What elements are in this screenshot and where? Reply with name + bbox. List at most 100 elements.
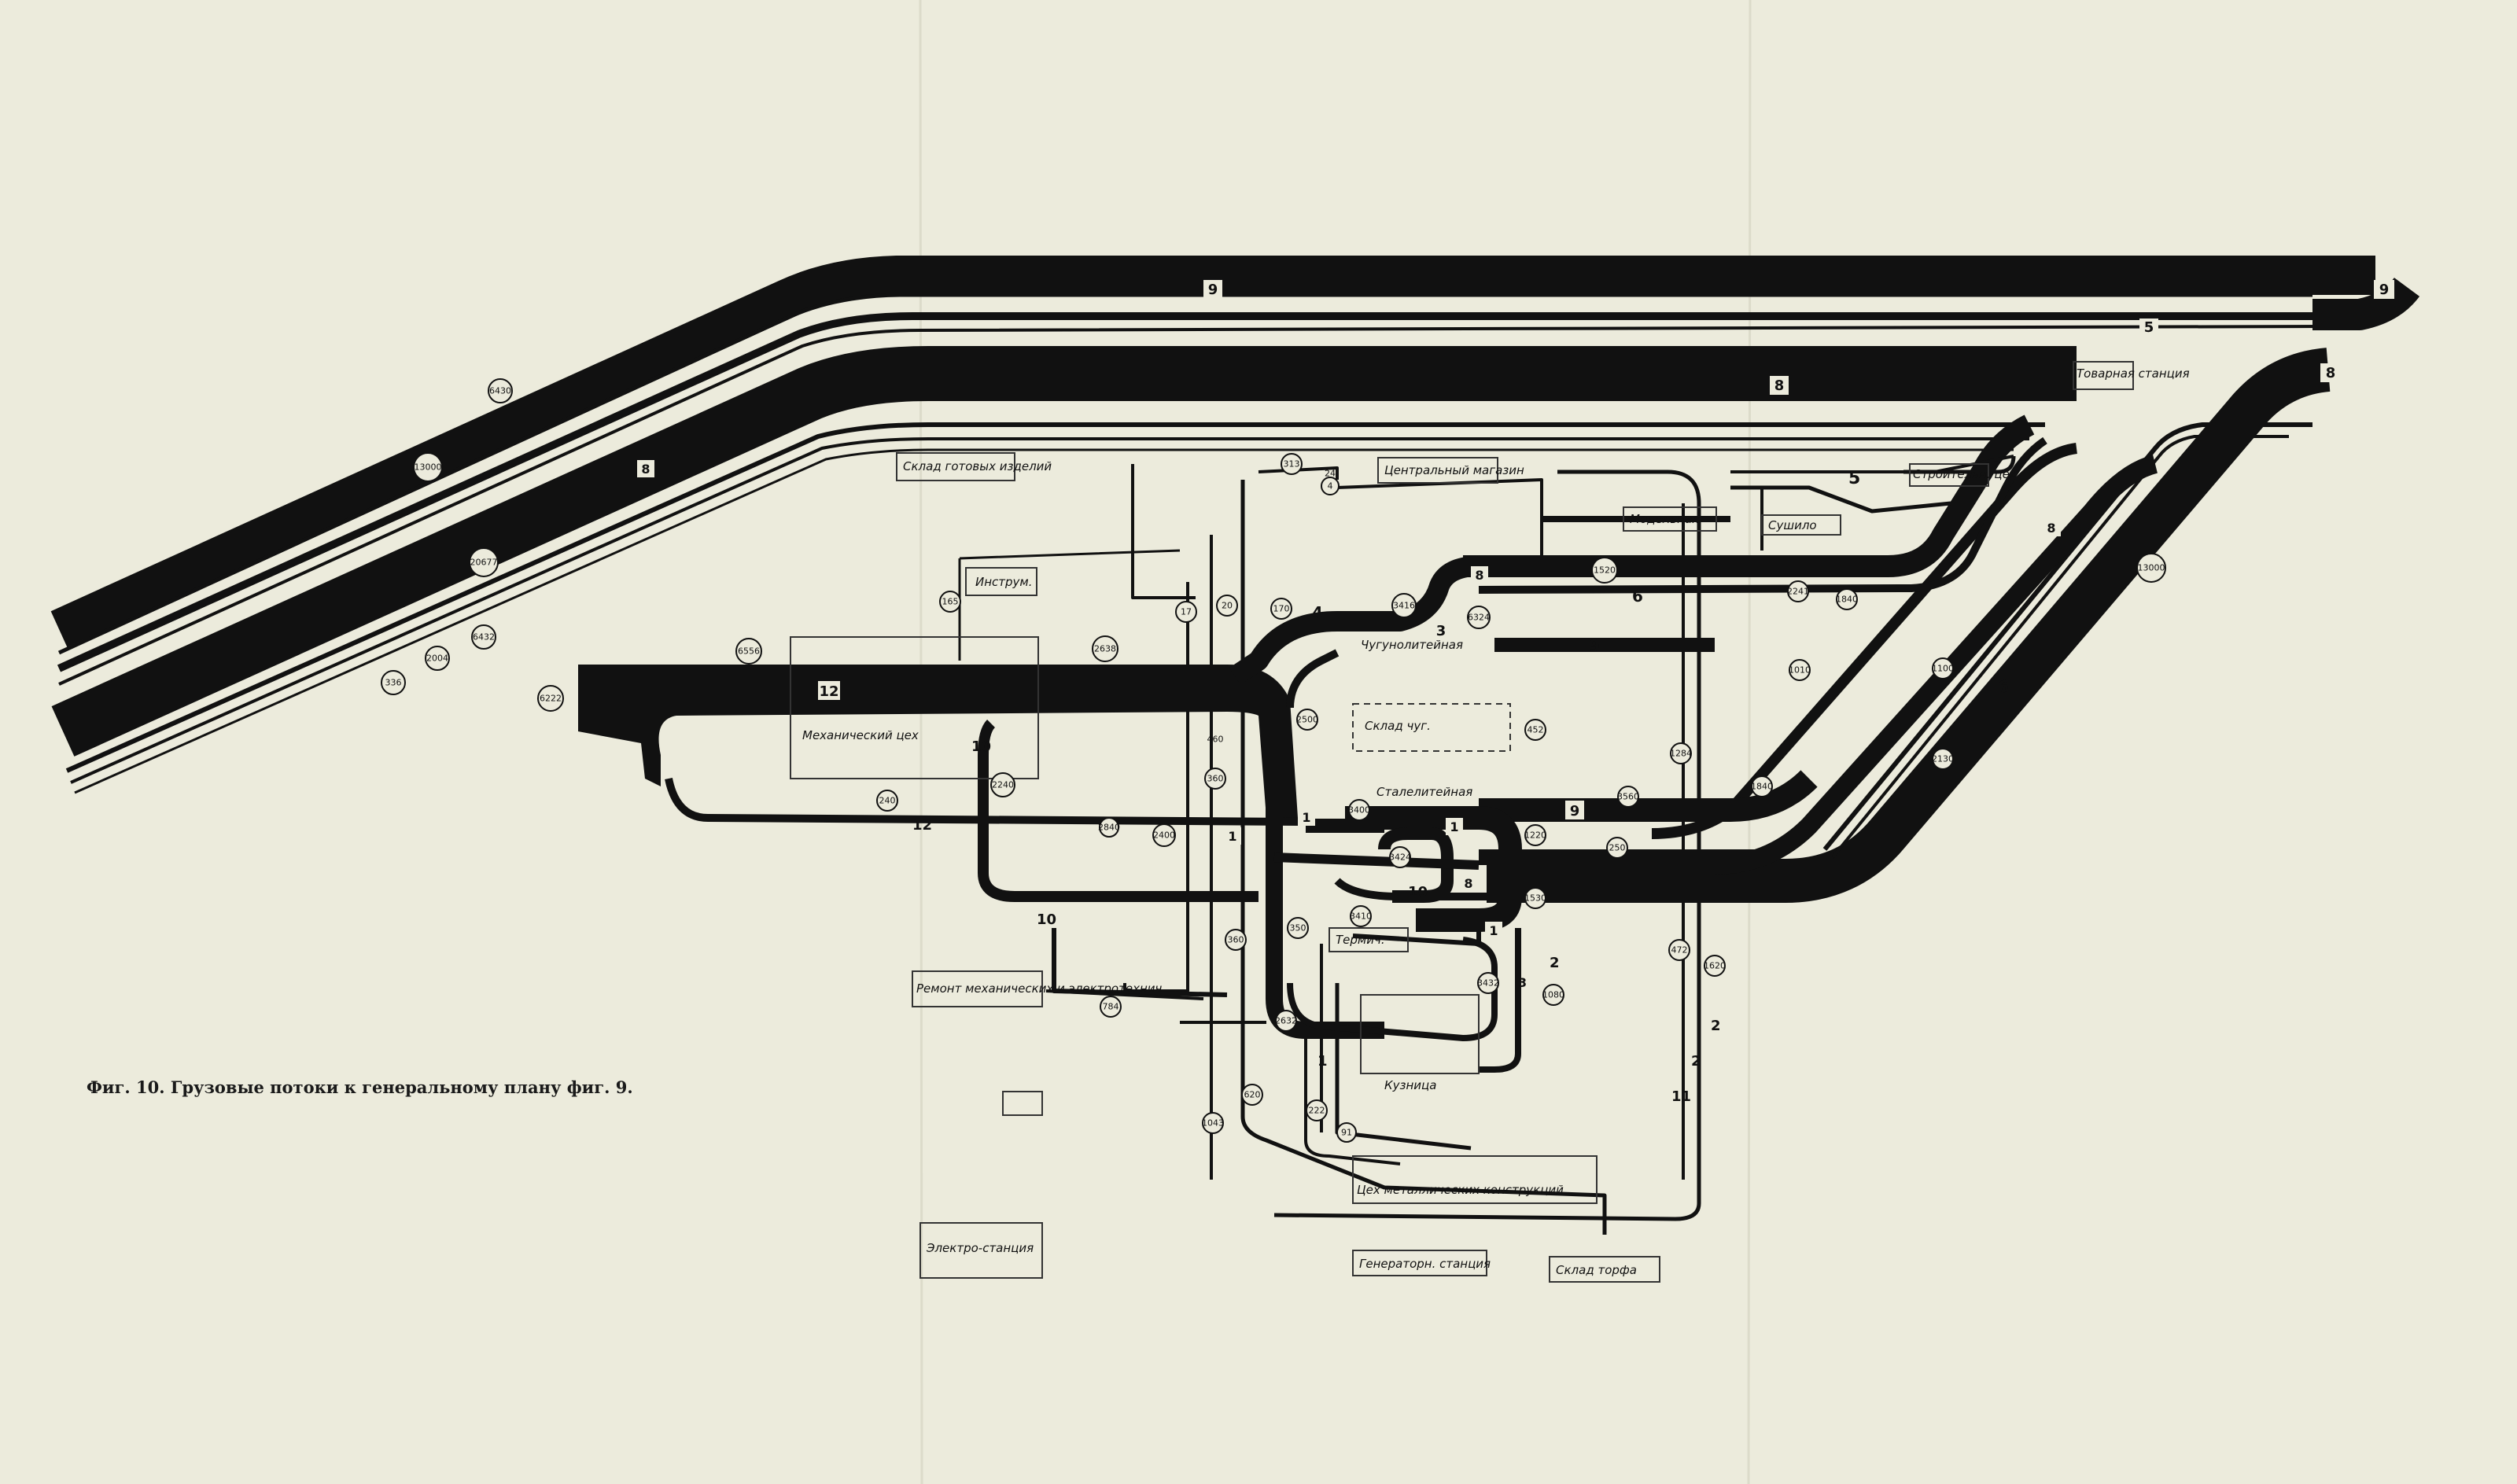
load-marker: 250 [1606, 837, 1628, 859]
load-marker: 2400 [1152, 823, 1176, 847]
load-marker: 6430 [488, 378, 513, 403]
svg-text:240: 240 [879, 796, 896, 806]
flow-label: 10 [971, 738, 991, 755]
load-marker: 240 [876, 790, 898, 812]
svg-text:3410: 3410 [1350, 911, 1372, 922]
load-marker: 1080 [1542, 984, 1564, 1006]
repair-shop-box [912, 970, 1043, 1007]
svg-text:1284: 1284 [1670, 749, 1692, 759]
mechanical-shop-box [790, 636, 1039, 779]
power-station-box [919, 1222, 1043, 1279]
load-marker: 2500 [1296, 709, 1318, 731]
load-marker: 1100 [1932, 657, 1954, 679]
tool-shop-box [965, 567, 1037, 596]
building-labels: Склад готовых изделий Центральный магази… [802, 366, 2190, 1277]
metal-structures-box [1352, 1155, 1598, 1204]
svg-text:3424: 3424 [1389, 852, 1411, 863]
load-marker: 4 [1321, 477, 1340, 495]
load-marker: 3560 [1617, 786, 1639, 808]
thin-flow [1730, 485, 1951, 514]
svg-text:6324: 6324 [1468, 613, 1490, 623]
band-12-shape [578, 665, 1298, 818]
thin-flow [958, 549, 1181, 661]
flow-label-bg [1203, 280, 1222, 299]
flow-line [57, 293, 2312, 655]
svg-text:472: 472 [1671, 945, 1688, 956]
flow-band-9-lower [1479, 770, 1818, 822]
load-marker: 1530 [1524, 887, 1546, 909]
svg-text:3432: 3432 [1477, 978, 1499, 989]
load-marker: 313 [1281, 453, 1303, 475]
load-markers: 6430 13000 20677 6432 2004 336 6222 6556… [381, 378, 2166, 1143]
svg-text:170: 170 [1273, 604, 1290, 614]
svg-text:360: 360 [1207, 774, 1224, 784]
flow-band-8-diagonal [1487, 348, 2331, 903]
flow-label: 11 [1671, 1088, 1691, 1105]
flow-label-bg [2139, 319, 2158, 336]
svg-text:20: 20 [1222, 601, 1233, 611]
central-store-box [1377, 457, 1498, 484]
load-marker: 17 [1175, 601, 1197, 623]
svg-text:2500: 2500 [1296, 715, 1318, 725]
flow-line [58, 325, 2321, 686]
load-marker: 1043 [1202, 1112, 1224, 1134]
load-marker: 3416 [1391, 593, 1417, 618]
load-marker: 1840 [1751, 775, 1773, 797]
svg-text:1840: 1840 [1836, 595, 1858, 605]
flow-10-loop [978, 720, 1258, 902]
flow-10 [1334, 878, 1494, 900]
svg-text:1100: 1100 [1932, 664, 1954, 674]
flow-label-bg [1485, 922, 1502, 939]
pig-iron-store-box [1352, 703, 1511, 752]
thin-flow [1352, 920, 1481, 946]
building-outlines [790, 361, 2134, 1283]
load-marker: 472 [1668, 939, 1690, 961]
svg-text:6222: 6222 [540, 694, 562, 704]
load-marker: 20 [1216, 595, 1238, 617]
load-marker: 3410 [1350, 905, 1372, 927]
flow-label-bg [1298, 808, 1315, 826]
svg-text:222: 222 [1309, 1106, 1325, 1116]
freight-station-box [2073, 361, 2134, 390]
flow-label: 2 [1691, 1053, 1701, 1070]
flow-label: 3 [1518, 975, 1527, 990]
svg-text:2130: 2130 [1932, 754, 1954, 764]
load-marker: 1010 [1789, 659, 1811, 681]
flow-4 [1229, 556, 1480, 685]
load-marker: 460 [1207, 735, 1224, 745]
load-marker: 13000 [2136, 553, 2166, 583]
svg-text:1530: 1530 [1524, 893, 1546, 904]
flow-line [1286, 649, 1340, 709]
load-marker: 1520 [1591, 557, 1618, 584]
flow-label: 1 [1450, 819, 1458, 834]
flow-label-bg [818, 681, 840, 700]
flow-label-bg [2042, 519, 2061, 536]
load-marker: 2840 [1098, 817, 1120, 838]
pattern-shop-box [1623, 506, 1717, 532]
flow-band-12 [578, 665, 1298, 818]
building-shop-box [1909, 463, 1989, 487]
svg-text:1840: 1840 [1751, 782, 1773, 792]
flow-label: 1 [1302, 810, 1310, 825]
svg-text:350: 350 [1290, 923, 1306, 933]
svg-text:24: 24 [1325, 469, 1336, 479]
svg-text:2241: 2241 [1787, 587, 1809, 597]
finished-goods-box [896, 452, 1015, 481]
small-store-box [1002, 1091, 1043, 1116]
flow-label: 1 [1489, 923, 1498, 938]
load-marker: 170 [1270, 598, 1292, 620]
flow-label: 10 [1408, 884, 1428, 900]
svg-text:91: 91 [1341, 1128, 1352, 1138]
svg-text:13000: 13000 [415, 462, 442, 473]
svg-text:3416: 3416 [1393, 601, 1415, 611]
flow-band-8 [51, 346, 2077, 757]
flow-line [1822, 422, 2312, 851]
svg-text:1220: 1220 [1524, 830, 1546, 841]
load-marker: 20677 [469, 547, 499, 577]
svg-text:784: 784 [1103, 1002, 1119, 1012]
flow-label: 2 [1711, 1018, 1721, 1034]
svg-text:1620: 1620 [1704, 961, 1726, 971]
fold-line [919, 0, 923, 1484]
load-marker: 1620 [1704, 955, 1726, 977]
